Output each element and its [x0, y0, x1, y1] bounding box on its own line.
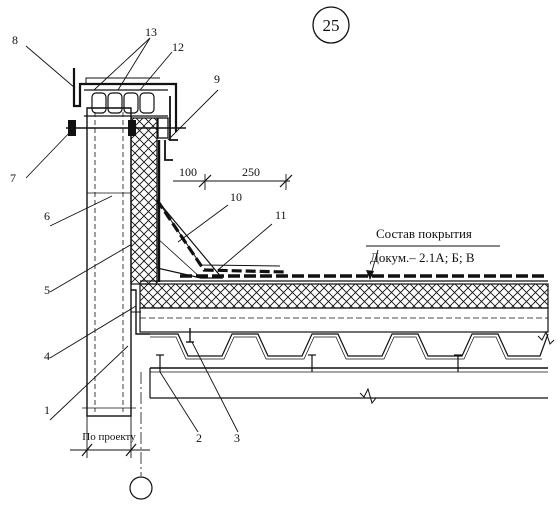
- callout-5: 5: [44, 243, 133, 297]
- callout-9: 9: [167, 72, 220, 141]
- drawing-number: 25: [323, 16, 340, 35]
- roof-membrane-layers: [140, 274, 548, 282]
- callout-7: 7: [10, 129, 73, 185]
- drawing-number-circle: [312, 6, 350, 44]
- dimension-wall-width: По проекту: [70, 416, 150, 458]
- callout-label-8: 8: [12, 33, 18, 47]
- callout-11: 11: [217, 208, 287, 271]
- callout-6: 6: [44, 195, 113, 227]
- axis-marker: [129, 372, 153, 500]
- roof-composition-note-reference: Докум.– 2.1А; Б; В: [370, 250, 475, 265]
- callout-8: 8: [12, 33, 76, 89]
- corner-fillet-and-upturn: [155, 198, 287, 279]
- coping-rolled-material: [91, 92, 155, 114]
- roof-composition-note-title: Состав покрытия: [376, 226, 472, 241]
- deck-fasteners: [156, 328, 462, 372]
- roof-composition-note: Состав покрытия Докум.– 2.1А; Б; В: [366, 226, 500, 280]
- callout-label-10: 10: [230, 190, 242, 204]
- roof-insulation: [139, 283, 549, 309]
- callout-12: 12: [139, 40, 184, 91]
- profiled-steel-deck: [150, 328, 549, 372]
- callout-label-13: 13: [145, 25, 157, 39]
- wall-width-label: По проекту: [82, 431, 136, 443]
- callout-3: 3: [191, 341, 240, 445]
- supporting-beam: [149, 367, 548, 399]
- dimension-100-label: 100: [179, 165, 197, 179]
- callout-label-2: 2: [196, 431, 202, 445]
- roof-base-layers: [131, 289, 549, 335]
- callout-label-1: 1: [44, 403, 50, 417]
- dimension-100-250: 100 250: [173, 165, 293, 190]
- callout-label-4: 4: [44, 349, 50, 363]
- callout-2: 2: [159, 371, 202, 445]
- callout-label-6: 6: [44, 209, 50, 223]
- dimension-250-label: 250: [242, 165, 260, 179]
- callout-1: 1: [44, 345, 129, 421]
- parapet-wall: [82, 107, 136, 417]
- callout-13: 13: [93, 25, 157, 91]
- callout-10: 10: [177, 190, 242, 243]
- callout-label-9: 9: [214, 72, 220, 86]
- wall-flashing: [157, 140, 173, 282]
- parapet-coping: [66, 68, 186, 141]
- callout-label-3: 3: [234, 431, 240, 445]
- callout-label-11: 11: [275, 208, 287, 222]
- parapet-insulation: [130, 117, 158, 285]
- callout-4: 4: [44, 305, 137, 363]
- callout-label-7: 7: [10, 171, 16, 185]
- callout-label-12: 12: [172, 40, 184, 54]
- drawing-number-badge: 25: [312, 6, 350, 44]
- callout-label-5: 5: [44, 283, 50, 297]
- break-lines: [359, 330, 555, 405]
- coping-bolt: [66, 117, 186, 139]
